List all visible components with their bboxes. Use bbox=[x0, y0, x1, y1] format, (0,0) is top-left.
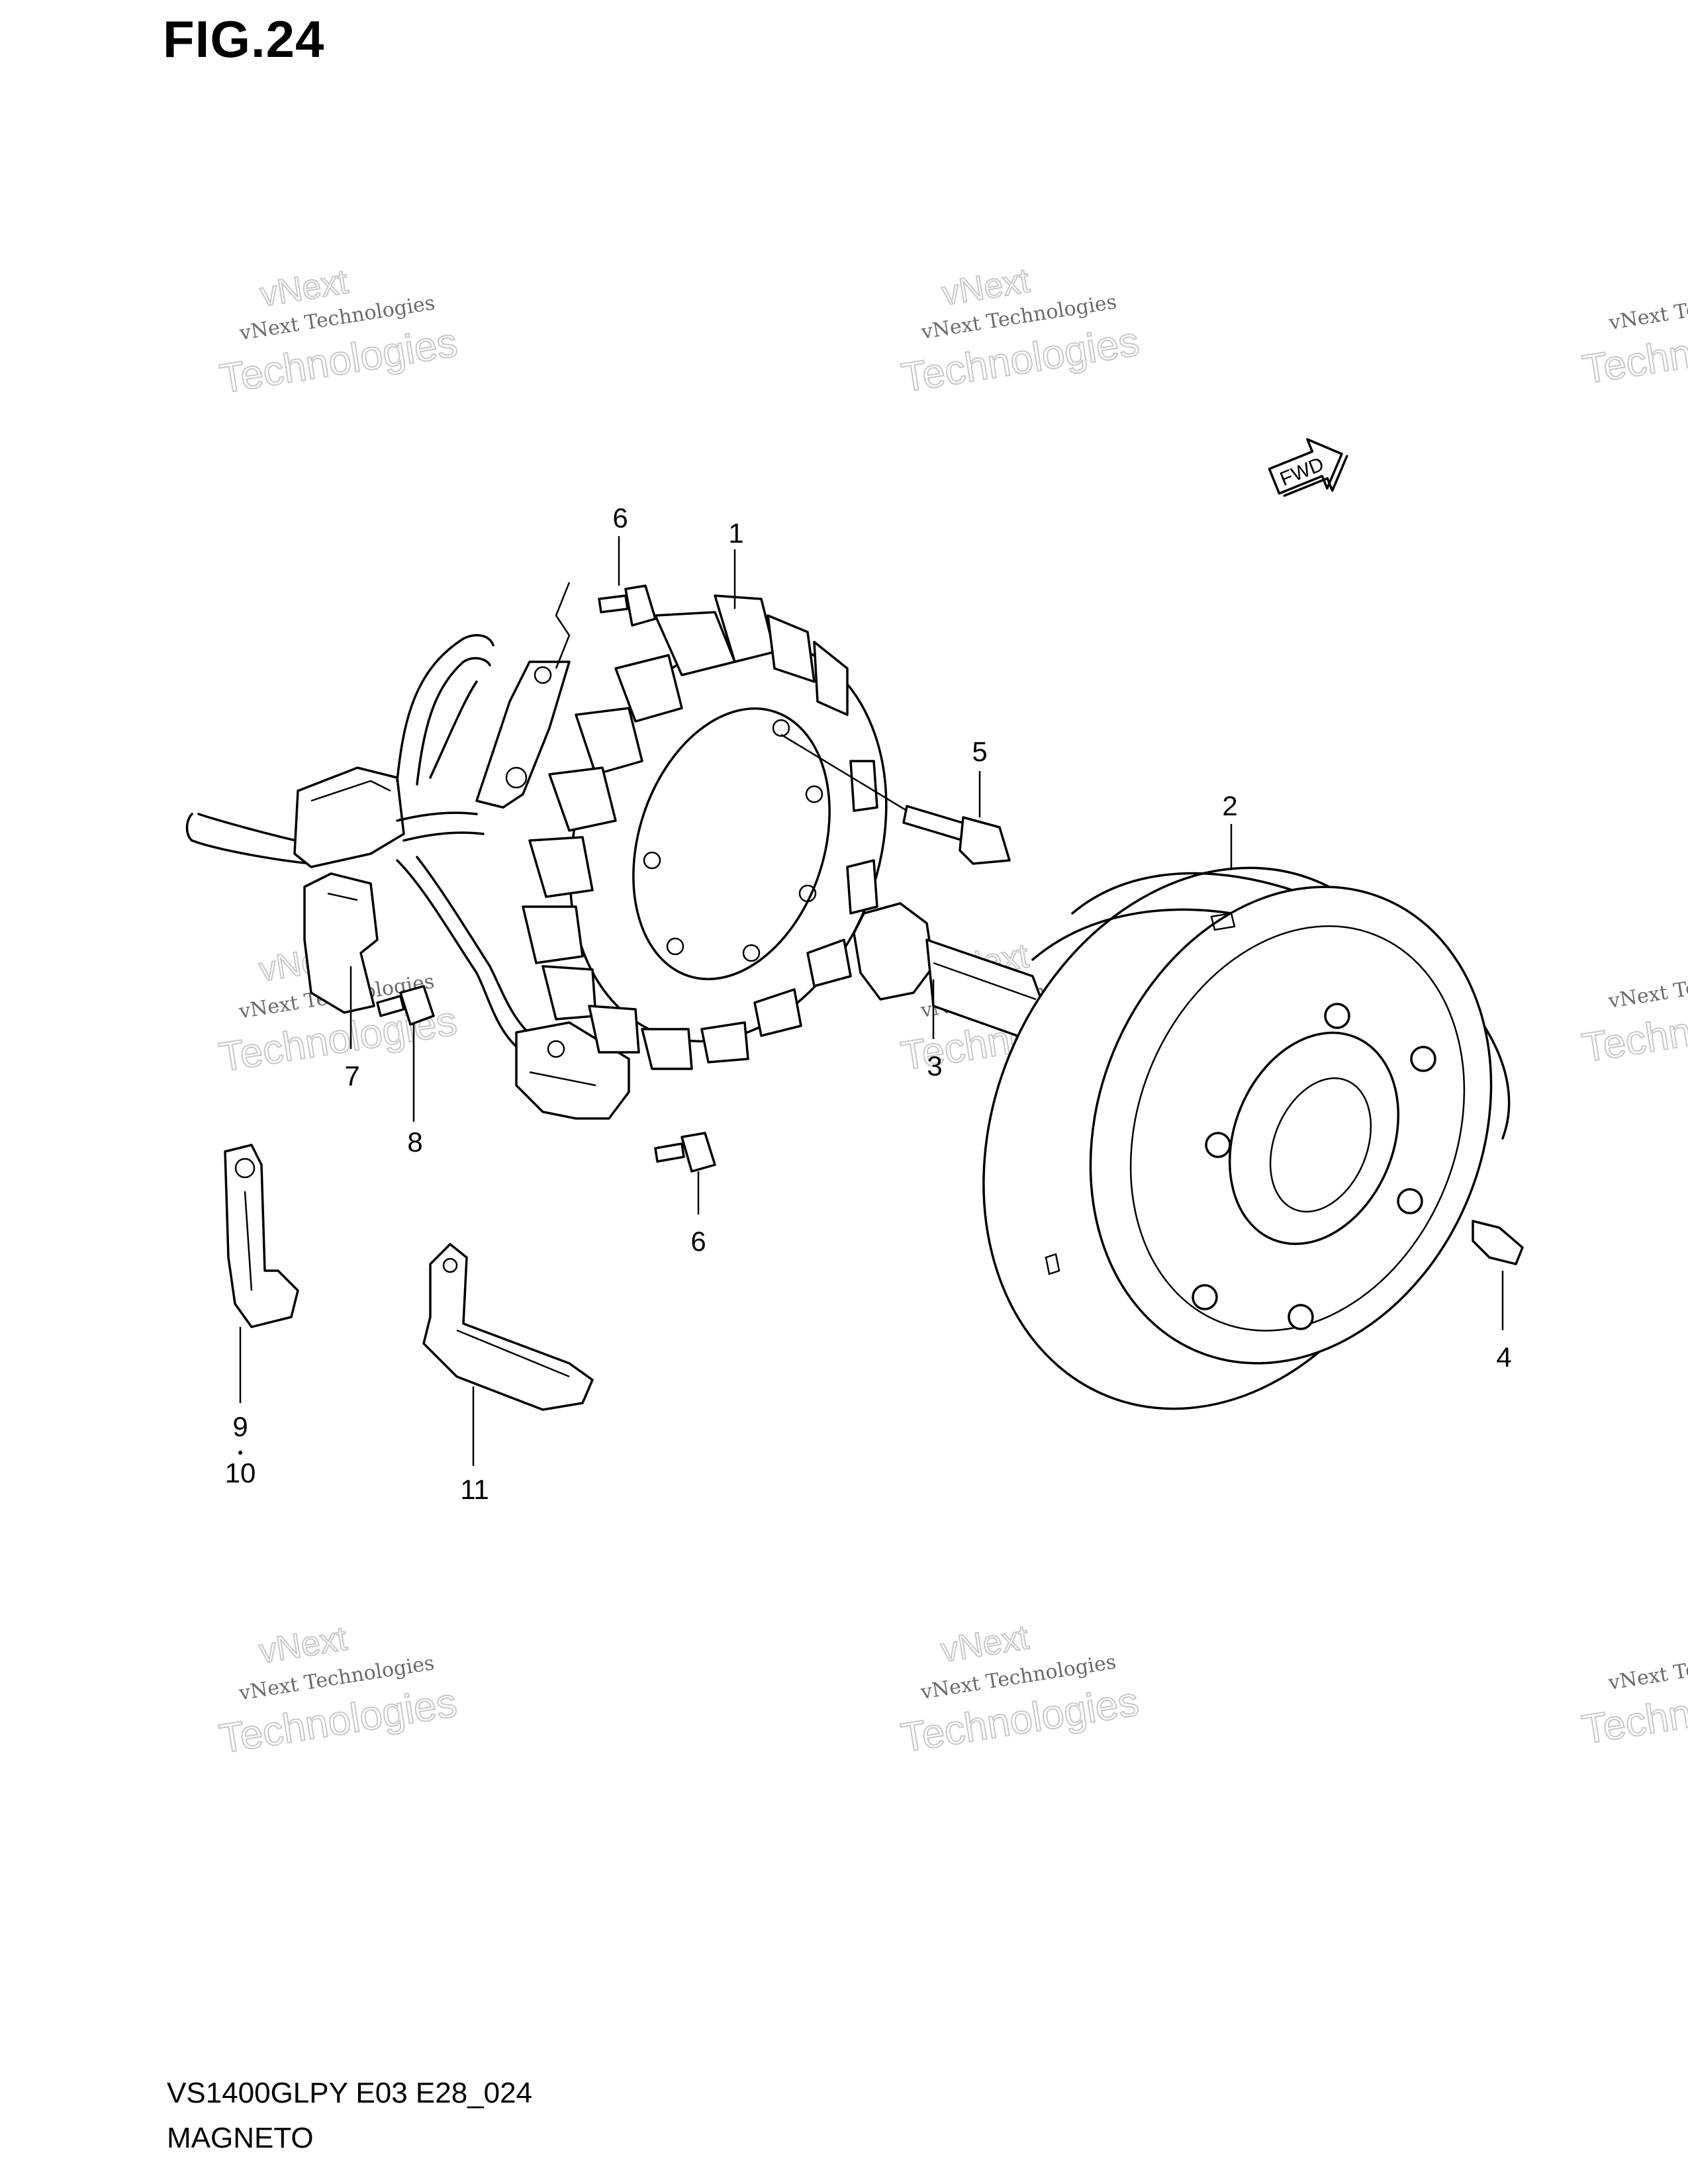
bolt-part-6-top bbox=[598, 584, 657, 627]
watermark-vnext: vNext bbox=[938, 1618, 1031, 1670]
watermark-group-mid-right: vNext Technologies Technologies bbox=[1579, 960, 1688, 1072]
watermark-group-bottom-left: vNext vNext Technologies Technologies bbox=[216, 1619, 461, 1763]
flange-bolt-part-3 bbox=[853, 902, 1047, 1044]
callout-2: 2 bbox=[1222, 790, 1237, 821]
bolt-part-6-bottom bbox=[654, 1132, 716, 1173]
model-code: VS1400GLPY E03 E28_024 bbox=[167, 2077, 533, 2109]
strap-clamp-part bbox=[224, 1144, 299, 1328]
section-title: MAGNETO bbox=[167, 2122, 314, 2154]
callout-9: 9 bbox=[232, 1411, 248, 1442]
bolt-part-5 bbox=[780, 733, 1011, 865]
figure-title: FIG.24 bbox=[163, 10, 325, 68]
callout-6-bottom: 6 bbox=[690, 1226, 706, 1257]
watermark-group-bottom-right: vNext Technologies Technologies bbox=[1579, 1641, 1688, 1754]
fwd-arrow-icon: FWD bbox=[1268, 438, 1348, 497]
callout-11: 11 bbox=[460, 1474, 489, 1505]
watermark-group-bottom-middle: vNext vNext Technologies Technologies bbox=[898, 1617, 1143, 1762]
screw-part-8 bbox=[376, 985, 435, 1026]
callout-10: 10 bbox=[225, 1457, 256, 1488]
callout-1: 1 bbox=[728, 518, 743, 549]
watermark-group-top-right: vNext Technologies Technologies bbox=[1579, 281, 1688, 394]
callout-7: 7 bbox=[344, 1060, 359, 1091]
watermark-group-top-left: vNext vNext Technologies Technologies bbox=[216, 262, 461, 403]
watermark-text: vNext Technologies bbox=[1607, 281, 1688, 335]
callout-4: 4 bbox=[1496, 1342, 1511, 1373]
stator-coil-part bbox=[185, 582, 888, 1120]
callout-5: 5 bbox=[972, 736, 987, 767]
woodruff-key-part bbox=[1472, 1220, 1524, 1265]
bracket-part-11 bbox=[422, 1243, 594, 1411]
watermark-group-top-middle: vNext vNext Technologies Technologies bbox=[898, 261, 1143, 402]
watermark-text: vNext Technologies bbox=[1607, 960, 1688, 1013]
leader-lines bbox=[238, 536, 1504, 1466]
callout-6-top: 6 bbox=[612, 502, 628, 533]
leader-9-10-dot bbox=[238, 1451, 242, 1455]
watermark-vnext: vNext bbox=[257, 1619, 350, 1671]
watermark-text: vNext Technologies bbox=[1607, 1641, 1688, 1695]
callout-3: 3 bbox=[927, 1050, 942, 1081]
callout-8: 8 bbox=[407, 1126, 422, 1158]
rotor-flywheel-part bbox=[982, 866, 1511, 1410]
wire-clamp-part bbox=[303, 872, 379, 1014]
callout-numbers: 1 2 3 4 5 6 6 7 8 9 10 11 bbox=[225, 502, 1512, 1505]
